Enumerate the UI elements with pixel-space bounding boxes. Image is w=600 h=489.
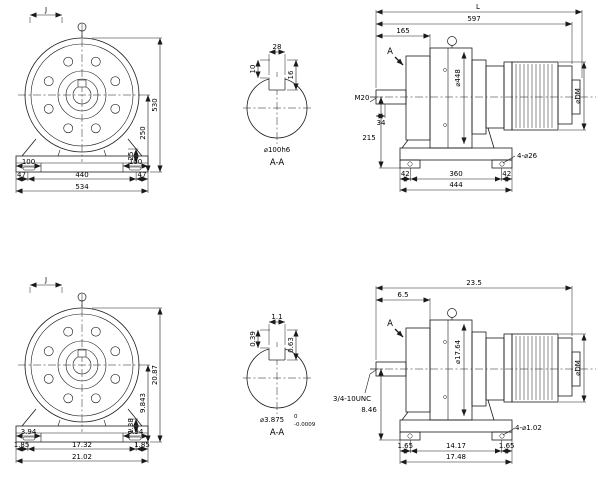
dim-foot-right: 100 bbox=[129, 158, 142, 166]
front-view-geometry bbox=[16, 15, 162, 193]
dim-margin-left: 1.85 bbox=[14, 441, 30, 449]
shaft-thread: 3/4-10UNC bbox=[333, 395, 371, 403]
dim-height-center: 250 bbox=[139, 126, 147, 139]
dim-margin-right: 1.85 bbox=[134, 441, 150, 449]
motor-diameter: ⌀DM bbox=[574, 360, 582, 376]
front-view-geometry bbox=[16, 285, 162, 463]
dim-foot-right: 1.65 bbox=[499, 442, 515, 450]
dim-key-left: 0.39 bbox=[249, 331, 257, 347]
dim-foot-right: 42 bbox=[502, 170, 511, 178]
side-view-geometry bbox=[370, 37, 596, 193]
dim-width-overall: 534 bbox=[75, 183, 89, 191]
dim-j-label: J bbox=[44, 276, 47, 284]
dim-base: 444 bbox=[449, 181, 463, 189]
dim-foot-right: 3.94 bbox=[128, 428, 144, 436]
motor-diameter: ⌀DM bbox=[574, 88, 582, 104]
metric-side-view: L 597 165 A ⌀448 M20 34 215 42 360 42 44… bbox=[355, 3, 596, 192]
dim-597: 597 bbox=[467, 15, 480, 23]
housing-diameter: ⌀448 bbox=[454, 69, 462, 87]
housing-diameter: ⌀17.64 bbox=[454, 339, 462, 364]
dim-height-step: 25 bbox=[127, 152, 135, 161]
section-label: A-A bbox=[270, 428, 285, 438]
section-mark: A bbox=[387, 319, 393, 329]
dim-key-width: 1.1 bbox=[271, 313, 282, 321]
dim-width-overall: 21.02 bbox=[72, 453, 92, 461]
inch-section-view: 1.1 0.39 0.63 ⌀3.875 0 -0.0009 A-A bbox=[243, 313, 316, 438]
section-label: A-A bbox=[270, 158, 285, 168]
dim-height: 8.46 bbox=[361, 406, 377, 414]
dim-span: 14.17 bbox=[446, 442, 466, 450]
dim-key-right: 0.63 bbox=[287, 337, 295, 353]
dim-215: 215 bbox=[362, 134, 375, 142]
metric-section-view: 28 10 16 ⌀100h6 A-A bbox=[243, 43, 311, 168]
metric-front-view: J 530 250 25 100 100 47 440 47 534 bbox=[16, 6, 162, 193]
dim-margin-left: 47 bbox=[17, 171, 26, 179]
dim-foot-left: 3.94 bbox=[21, 428, 37, 436]
dim-foot-left: 42 bbox=[401, 170, 410, 178]
dim-front: 6.5 bbox=[397, 291, 408, 299]
dim-key-right: 16 bbox=[287, 70, 295, 79]
section-mark: A bbox=[387, 47, 393, 57]
dim-foot-left: 100 bbox=[22, 158, 35, 166]
dim-165: 165 bbox=[396, 27, 409, 35]
dim-height-overall: 20.87 bbox=[151, 365, 159, 385]
dim-34: 34 bbox=[377, 119, 386, 127]
side-view-geometry bbox=[370, 309, 596, 465]
shaft-diameter-label: ⌀100h6 bbox=[264, 146, 291, 154]
dim-height-overall: 530 bbox=[151, 98, 159, 111]
dim-height-center: 9.843 bbox=[139, 393, 147, 413]
shaft-thread: M20 bbox=[355, 94, 370, 102]
dim-j-label: J bbox=[44, 6, 47, 14]
dim-key-width: 28 bbox=[273, 43, 282, 51]
tolerance-upper: 0 bbox=[294, 414, 298, 420]
dim-margin-right: 47 bbox=[138, 171, 147, 179]
dim-span: 440 bbox=[75, 171, 88, 179]
dim-base: 17.48 bbox=[446, 453, 466, 461]
thread-leader bbox=[364, 373, 371, 394]
dim-overall-L: L bbox=[476, 3, 480, 11]
mounting-holes: 4-⌀1.02 bbox=[515, 424, 542, 432]
dim-height-step: 1.38 bbox=[127, 418, 135, 434]
dim-overall: 23.5 bbox=[466, 279, 482, 287]
tolerance-lower: -0.0009 bbox=[294, 422, 316, 428]
inch-side-view: 23.5 6.5 A ⌀17.64 3/4-10UNC 8.46 1.65 14… bbox=[333, 279, 596, 464]
mounting-holes: 4-⌀26 bbox=[517, 152, 538, 160]
inch-front-view: J 20.87 9.843 1.38 3.94 3.94 1.85 17.32 … bbox=[14, 276, 162, 463]
dim-span: 17.32 bbox=[72, 441, 92, 449]
dim-foot-left: 1.65 bbox=[398, 442, 414, 450]
dim-span: 360 bbox=[449, 170, 462, 178]
shaft-diameter-label: ⌀3.875 bbox=[260, 416, 284, 424]
dim-key-left: 10 bbox=[249, 65, 257, 74]
